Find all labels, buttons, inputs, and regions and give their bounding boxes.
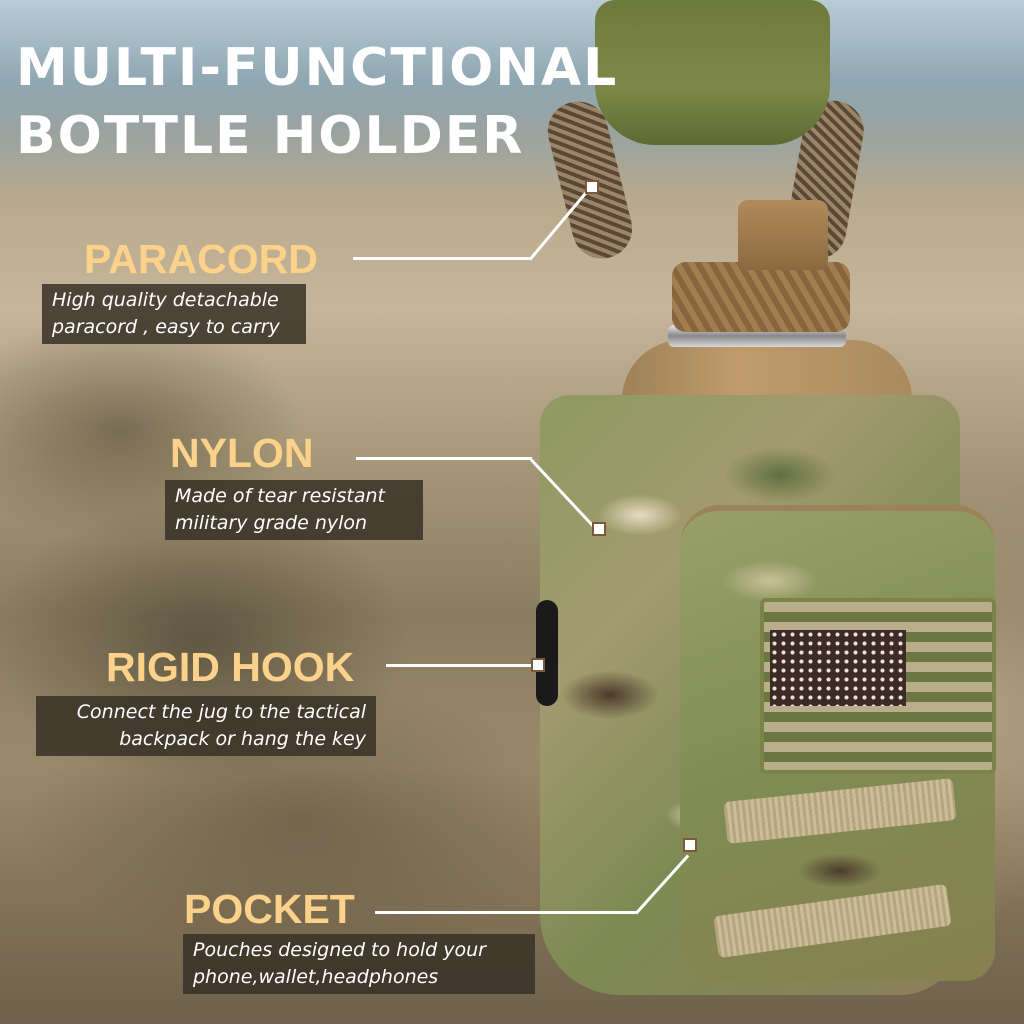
desc-line: Pouches designed to hold your [193, 939, 486, 961]
title-line-2: BOTTLE HOLDER [16, 106, 525, 166]
desc-line: paracord , easy to carry [52, 316, 280, 338]
gloved-hand [595, 0, 830, 145]
marker-dot-paracord [585, 180, 599, 194]
feature-heading-rigid-hook: RIGID HOOK [106, 644, 355, 690]
connector-line-rigid-hook [386, 664, 536, 667]
desc-line: Connect the jug to the tactical [76, 701, 366, 723]
bottle-cap [738, 200, 828, 270]
flag-stars [770, 630, 906, 706]
marker-dot-nylon [592, 522, 606, 536]
desc-line: military grade nylon [175, 512, 368, 534]
feature-heading-pocket: POCKET [184, 886, 355, 932]
marker-dot-pocket [683, 838, 697, 852]
feature-desc-paracord: High quality detachable paracord , easy … [42, 284, 306, 344]
connector-line-nylon [356, 457, 532, 460]
feature-heading-nylon: NYLON [170, 430, 314, 476]
bottle-lid [672, 262, 850, 332]
desc-line: Made of tear resistant [175, 485, 385, 507]
desc-line: High quality detachable [52, 289, 279, 311]
desc-line: phone,wallet,headphones [193, 966, 439, 988]
feature-desc-nylon: Made of tear resistant military grade ny… [165, 480, 423, 540]
marker-dot-rigid-hook [531, 658, 545, 672]
feature-desc-rigid-hook: Connect the jug to the tactical backpack… [36, 696, 376, 756]
connector-line-paracord [353, 257, 531, 260]
feature-heading-paracord: PARACORD [84, 236, 318, 282]
connector-line-pocket [375, 911, 637, 914]
desc-line: backpack or hang the key [119, 728, 366, 750]
page-title: MULTI-FUNCTIONAL BOTTLE HOLDER [16, 34, 618, 170]
rigid-hook [536, 600, 558, 706]
title-line-1: MULTI-FUNCTIONAL [16, 38, 619, 98]
feature-desc-pocket: Pouches designed to hold your phone,wall… [183, 934, 535, 994]
